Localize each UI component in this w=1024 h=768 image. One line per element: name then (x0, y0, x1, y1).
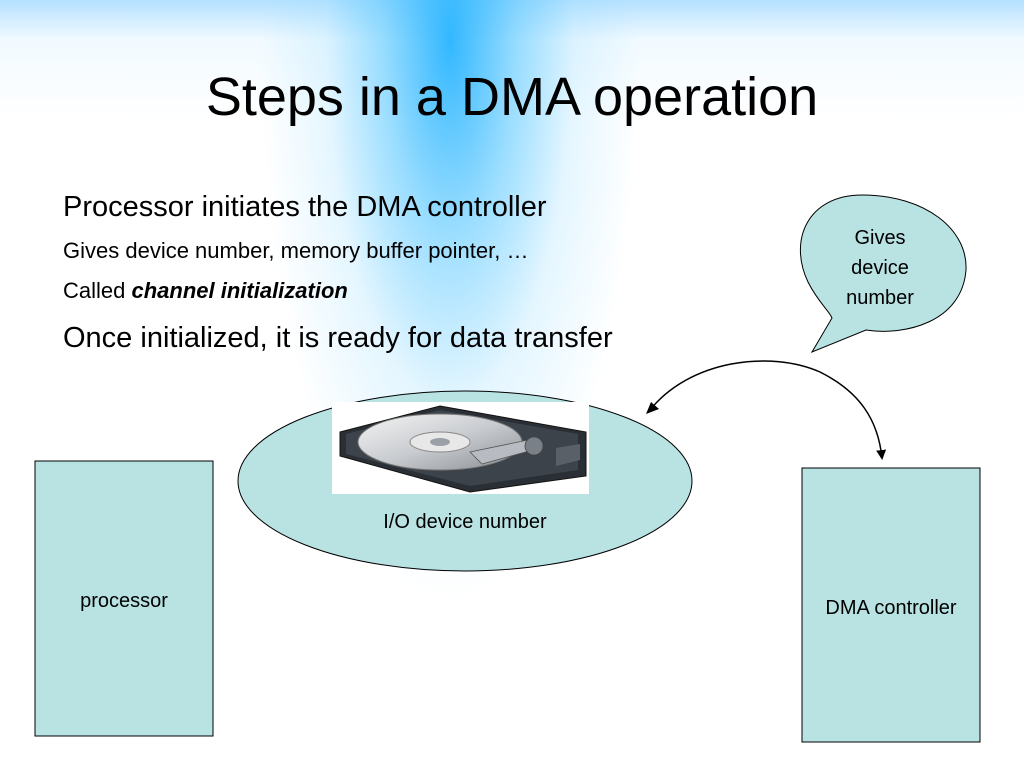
io-device: I/O device number (237, 390, 693, 572)
bullet-processor-initiates: Processor initiates the DMA controller (63, 191, 547, 223)
processor-box: processor (34, 460, 214, 737)
channel-initialization-emphasis: channel initialization (131, 278, 348, 303)
callout-line-1: Gives (854, 227, 905, 249)
processor-rect (34, 460, 214, 737)
bullet-channel-initialization: Called channel initialization (63, 275, 348, 307)
arrowhead-left (646, 402, 659, 414)
callout-line-3: number (846, 287, 914, 309)
bullet-ready-for-transfer: Once initialized, it is ready for data t… (63, 322, 613, 354)
gives-device-number-callout: Gives device number (799, 194, 967, 354)
dma-controller-rect (801, 467, 981, 743)
processor-label: processor (80, 590, 168, 612)
callout-line-2: device (851, 257, 909, 279)
bullet-gives-device-number: Gives device number, memory buffer point… (63, 238, 529, 263)
io-device-label: I/O device number (383, 511, 547, 533)
bullet-called-prefix: Called (63, 278, 132, 303)
dma-controller-box: DMA controller (801, 467, 981, 743)
hard-disk-drive-icon (332, 402, 589, 494)
callout-bubble (799, 194, 967, 354)
slide-title: Steps in a DMA operation (205, 67, 819, 127)
dma-controller-label: DMA controller (825, 597, 956, 619)
device-dma-arrow (649, 360, 887, 460)
